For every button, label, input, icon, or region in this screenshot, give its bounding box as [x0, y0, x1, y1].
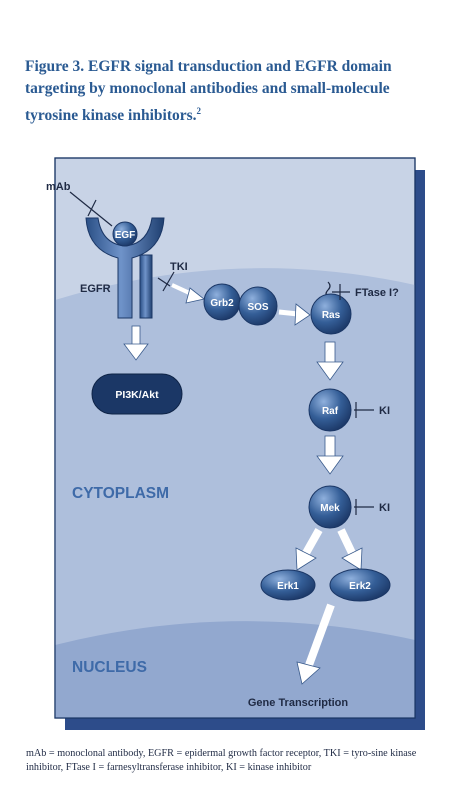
- nucleus-region: [55, 621, 415, 718]
- arrow-ras-raf-head: [316, 361, 344, 381]
- gene-transcription-label: Gene Transcription: [248, 697, 349, 709]
- erk2-label: Erk2: [349, 581, 371, 592]
- arrow-mek-erk1-shaft: [302, 528, 323, 555]
- figure-caption: Figure 3. EGFR signal transduction and E…: [25, 56, 425, 127]
- mab-block-bar: [87, 199, 97, 217]
- mek-label: Mek: [320, 503, 340, 514]
- egf-ligand: [112, 221, 138, 247]
- raf-label: Raf: [322, 406, 339, 417]
- arrow-mek-erk2-shaft: [337, 528, 356, 555]
- raf-node: [308, 388, 352, 432]
- pi3k-akt-label: PI3K/Akt: [115, 389, 159, 401]
- egfr-receptor: [85, 217, 165, 319]
- arrow-erk-gene-shaft: [305, 603, 335, 667]
- erk1-node: [260, 569, 316, 601]
- arrow-egfr-pi3k-shaft: [131, 325, 141, 347]
- arrow-raf-mek-shaft: [324, 435, 336, 459]
- arrow-sos-ras: [278, 309, 299, 317]
- egfr-label: EGFR: [80, 283, 111, 295]
- arrow-egfr-grb2-head: [185, 287, 205, 304]
- arrow-mek-erk1-head: [295, 547, 317, 571]
- mek-node: [308, 485, 352, 529]
- nucleus-label: NUCLEUS: [72, 659, 147, 676]
- arrow-raf-mek-head: [316, 455, 344, 475]
- arrow-sos-ras-head: [294, 303, 311, 326]
- ras-node: [310, 293, 352, 335]
- egf-label: EGF: [115, 230, 136, 241]
- figure-title: Figure 3. EGFR signal transduction and E…: [25, 58, 392, 125]
- erk2-node: [329, 568, 391, 602]
- figure-footnote: mAb = monoclonal antibody, EGFR = epider…: [26, 748, 417, 773]
- panel-border: [54, 157, 416, 719]
- pi3k-akt-node: [91, 373, 183, 415]
- cytoplasm-label: CYTOPLASM: [72, 485, 169, 502]
- ras-label: Ras: [322, 310, 341, 321]
- mab-label: mAb: [46, 181, 71, 193]
- figure-title-reference: 2: [196, 106, 202, 116]
- tki-block-bar: [157, 277, 171, 287]
- arrow-erk-gene-head: [296, 661, 321, 685]
- ki-mek-label: KI: [379, 502, 390, 514]
- arrow-mek-erk2-head: [341, 547, 363, 571]
- sos-node: [238, 286, 278, 326]
- erk1-label: Erk1: [277, 581, 299, 592]
- tki-label: TKI: [170, 261, 188, 273]
- arrow-egfr-pi3k-head: [123, 343, 149, 361]
- grb2-label: Grb2: [210, 298, 234, 309]
- tki-line: [162, 271, 175, 292]
- ftase-label: FTase I?: [355, 287, 399, 299]
- arrow-ras-raf-shaft: [324, 341, 336, 365]
- sos-label: SOS: [247, 302, 268, 313]
- ki-raf-label: KI: [379, 405, 390, 417]
